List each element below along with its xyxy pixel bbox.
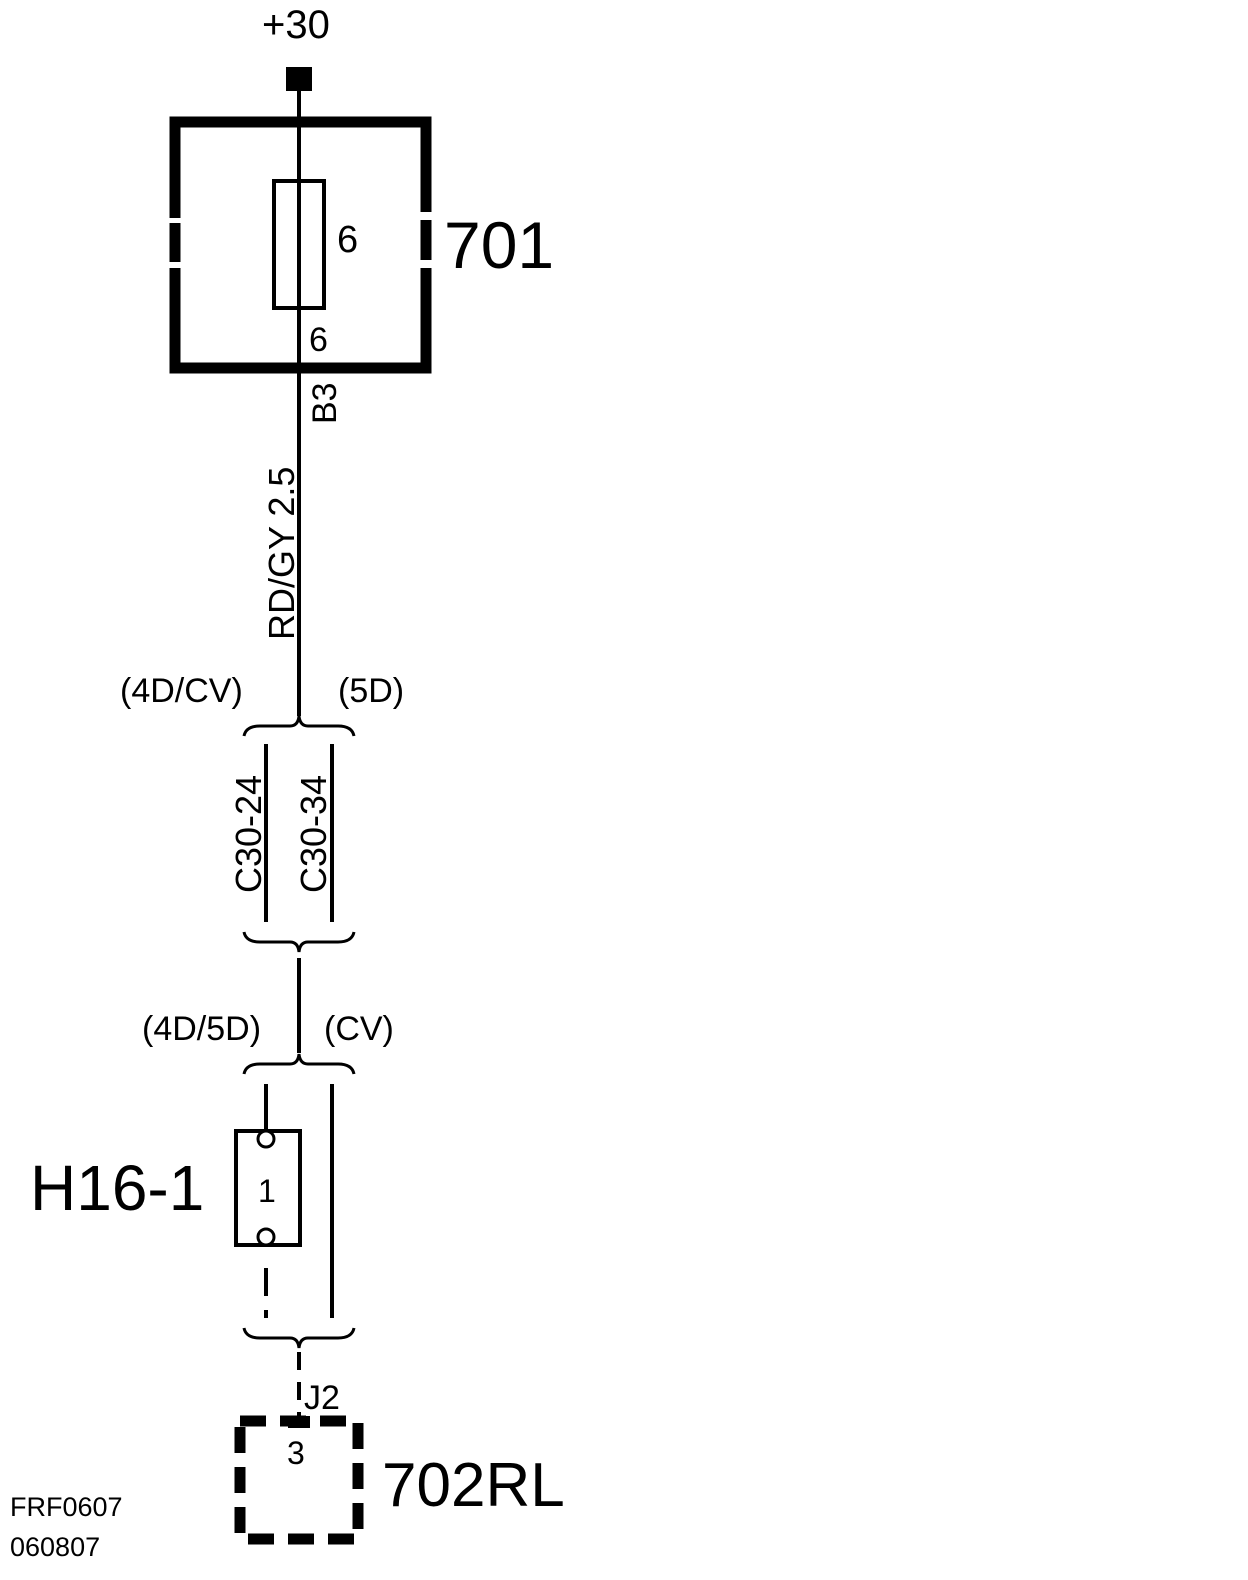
h16-1-terminal-bottom: [256, 1227, 276, 1247]
wire-label: RD/GY 2.5: [261, 467, 302, 640]
variant-1-bottom-brace: [242, 931, 356, 953]
fuse-number: 6: [337, 219, 358, 261]
h16-1-pin: 1: [258, 1173, 276, 1209]
fuse-pin: 6: [309, 321, 328, 359]
variant-1-right-label: (5D): [338, 672, 404, 710]
variant-2-right-label: (CV): [324, 1010, 394, 1048]
module-id: 702RL: [382, 1451, 565, 1520]
supply-label: +30: [262, 3, 330, 47]
module-connector: J2: [304, 1379, 340, 1417]
fuse-box-outline: [169, 116, 432, 374]
fuse-box-id: 701: [444, 208, 554, 282]
variant-2-bottom-brace: [242, 1327, 356, 1349]
fuse-cavity: B3: [306, 382, 344, 424]
module-pin: 3: [287, 1435, 305, 1471]
supply-terminal: [286, 67, 312, 91]
doc-code-line2: 060807: [10, 1532, 100, 1562]
c30-24-label: C30-24: [228, 775, 269, 893]
h16-1-terminal-top: [256, 1129, 276, 1149]
doc-code-line1: FRF0607: [10, 1492, 123, 1522]
c30-34-label: C30-34: [293, 775, 334, 893]
module-terminal: [288, 1416, 310, 1428]
variant-2-left-label: (4D/5D): [142, 1010, 261, 1048]
variant-1-top-brace: [242, 715, 356, 737]
variant-1-left-label: (4D/CV): [120, 672, 243, 710]
variant-2-top-brace: [242, 1053, 356, 1075]
h16-1-label: H16-1: [30, 1152, 204, 1224]
